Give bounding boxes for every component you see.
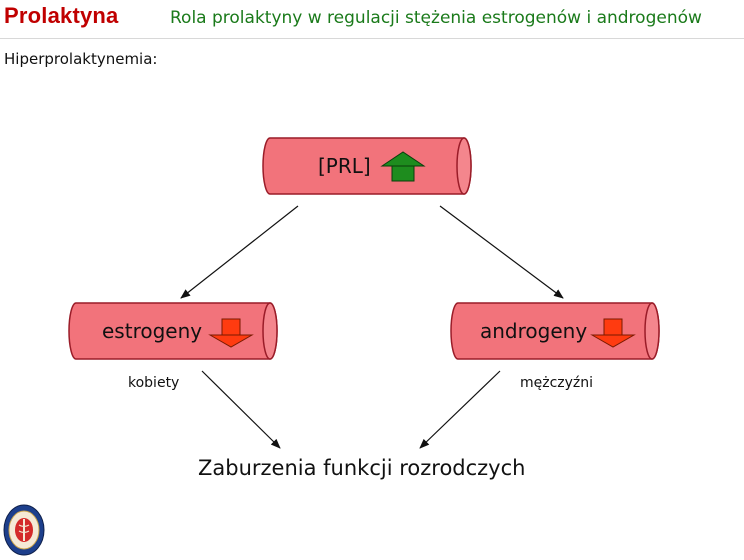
university-seal-logo	[3, 504, 45, 556]
androgen-label: androgeny	[480, 319, 588, 343]
prl-to-androgen-arrow	[439, 205, 564, 299]
header-divider	[0, 38, 744, 39]
decrease-arrow-icon	[208, 318, 254, 348]
estrogen-node	[68, 302, 278, 360]
men-caption: mężczyźni	[520, 375, 594, 391]
prl-to-estrogen-arrow	[180, 205, 299, 299]
prl-label: [PRL]	[318, 154, 371, 178]
women-caption: kobiety	[128, 375, 180, 391]
estrogen-label: estrogeny	[102, 319, 203, 343]
result-label: Zaburzenia funkcji rozrodczych	[198, 456, 526, 480]
prl-node	[262, 137, 472, 195]
decrease-arrow-icon	[590, 318, 636, 348]
androgen-node	[450, 302, 660, 360]
increase-arrow-icon	[380, 151, 426, 182]
page-subtitle: Rola prolaktyny w regulacji stężenia est…	[170, 8, 702, 28]
section-label: Hiperprolaktynemia:	[4, 50, 158, 68]
page-title: Prolaktyna	[4, 3, 119, 28]
estrogen-to-result-arrow	[201, 370, 281, 449]
androgen-to-result-arrow	[419, 370, 501, 449]
